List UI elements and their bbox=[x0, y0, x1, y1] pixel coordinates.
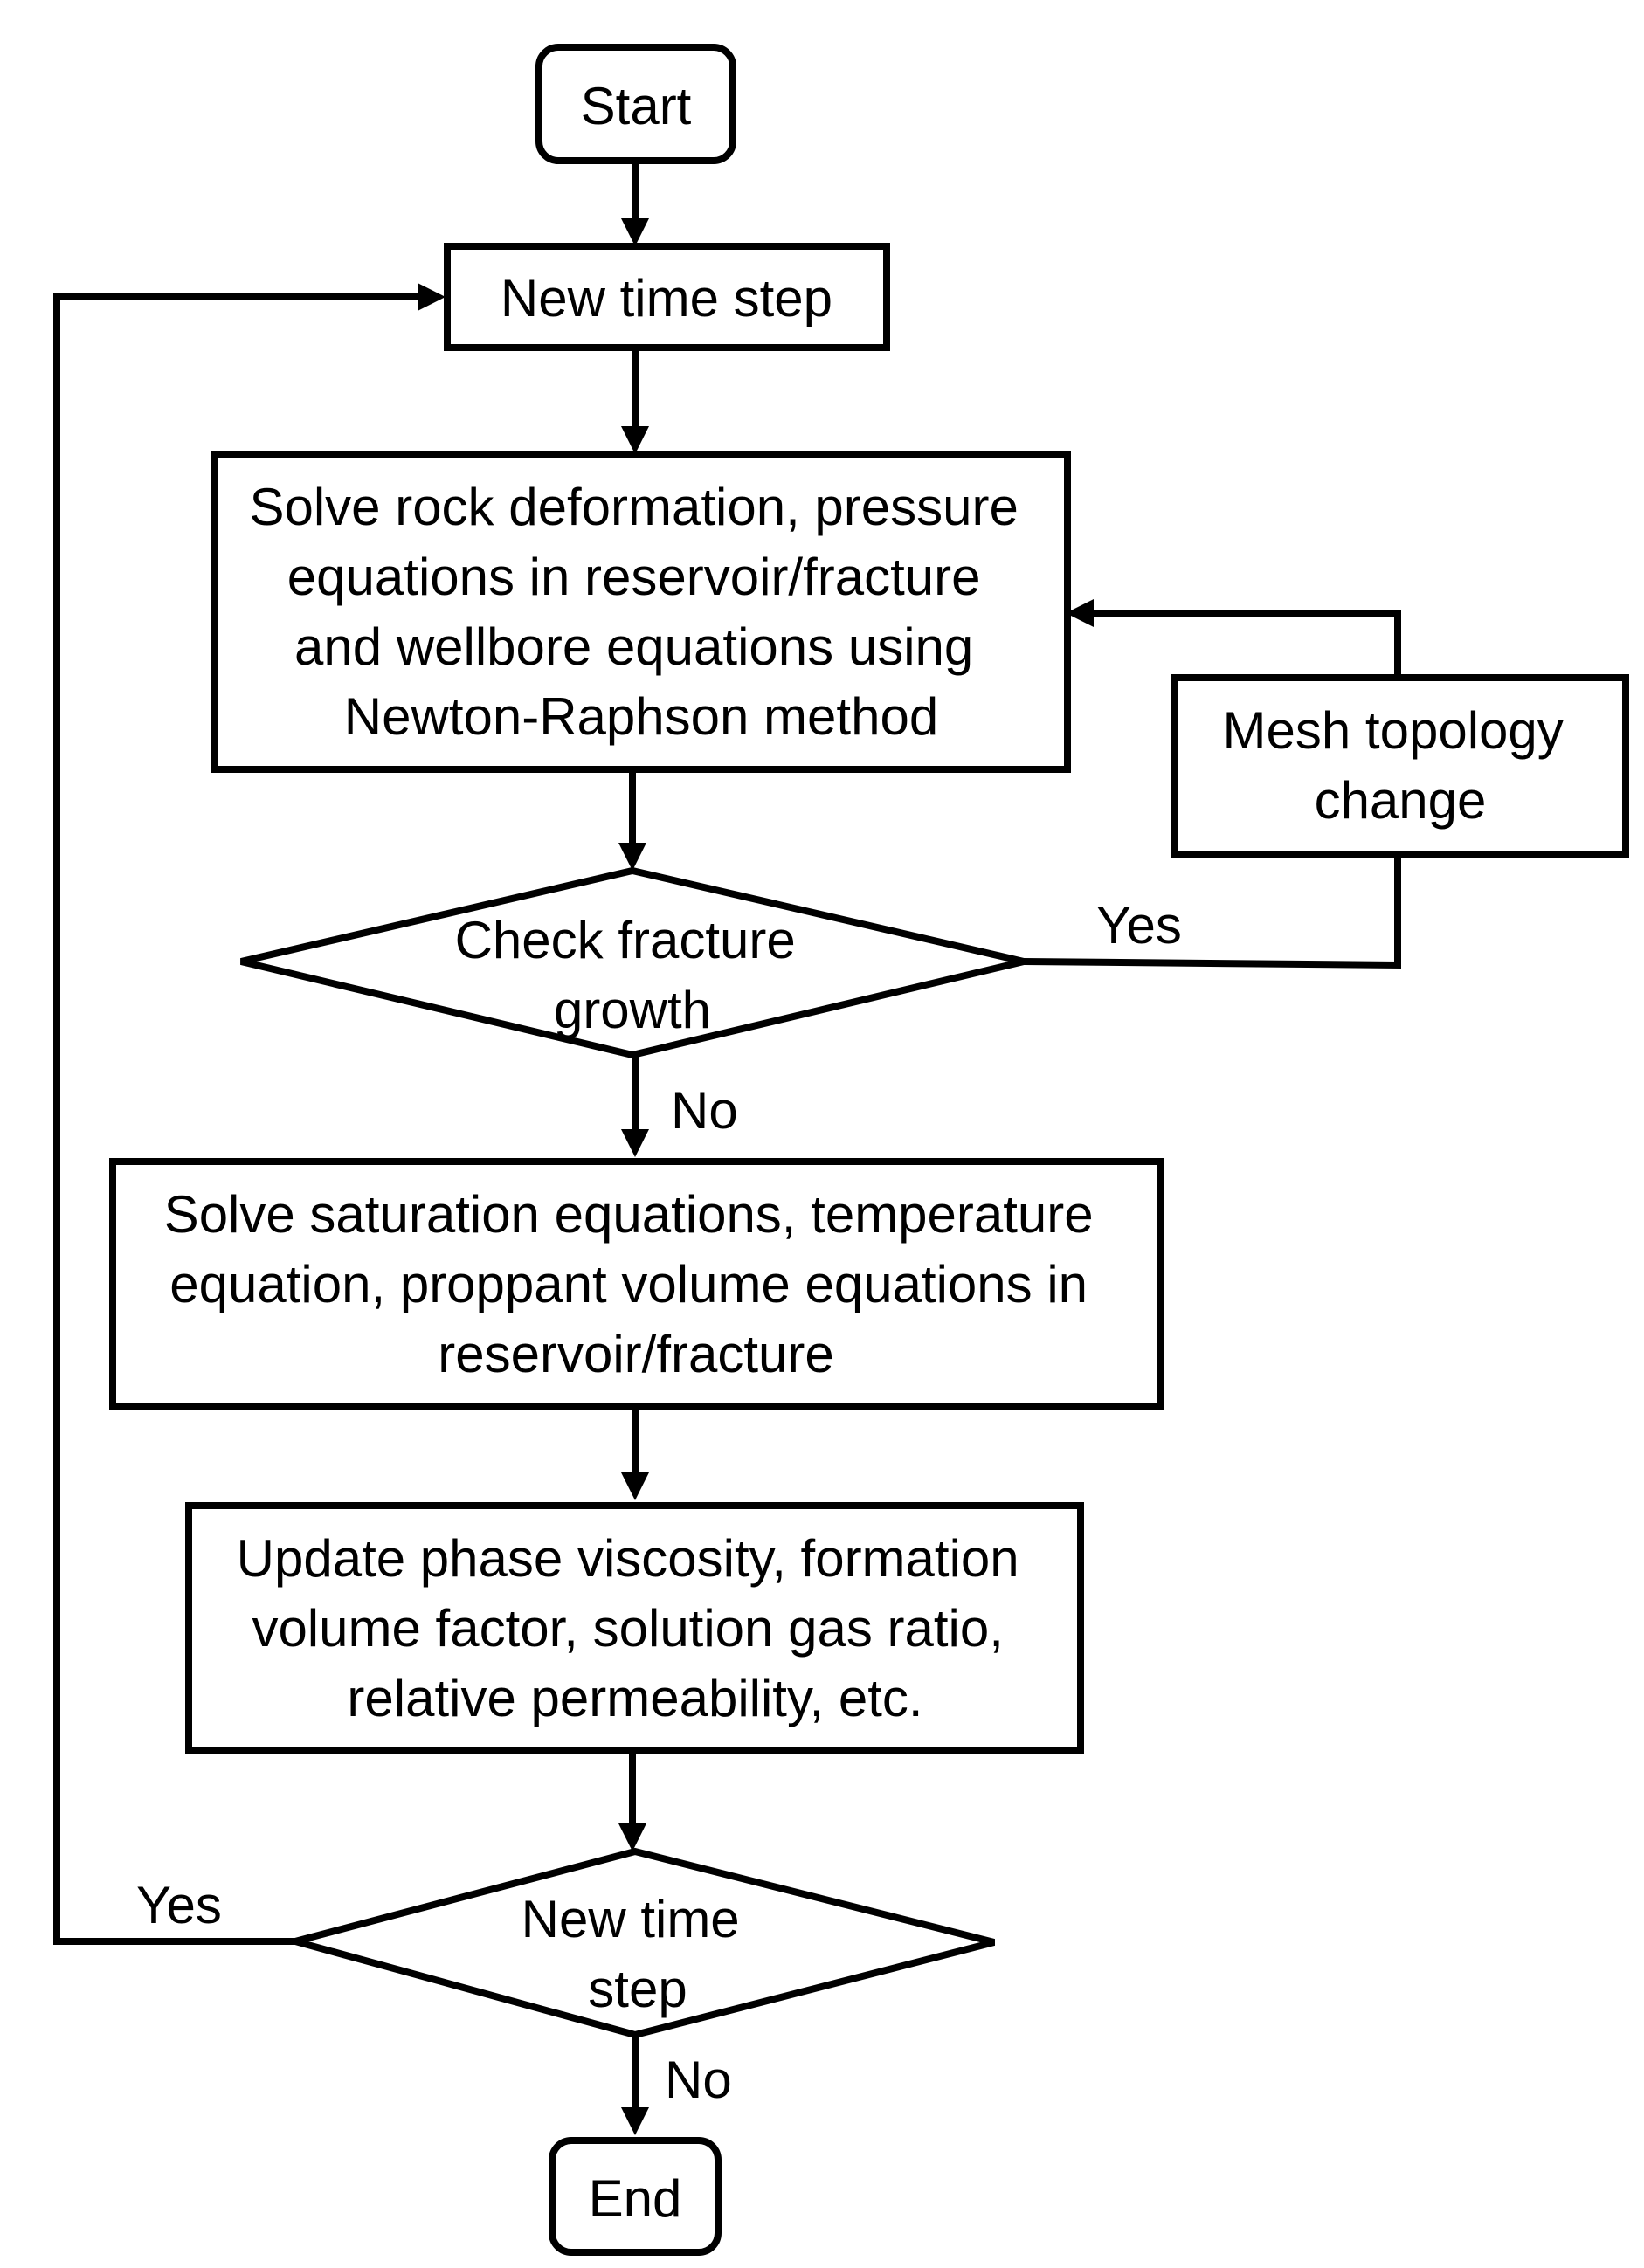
start-label: Start bbox=[581, 77, 692, 135]
solve-rock-deformation-node: Solve rock deformation, pressure equatio… bbox=[211, 451, 1071, 773]
edge-step-yes-to-new-time-step bbox=[53, 283, 446, 1945]
update-properties-node: Update phase viscosity, formation volume… bbox=[185, 1502, 1084, 1754]
growth-no-label: No bbox=[671, 1081, 738, 1140]
nodes: Start New time step Solve rock deformati… bbox=[109, 44, 1629, 2256]
edge-solve-saturation-to-update bbox=[621, 1406, 649, 1500]
start-node: Start bbox=[535, 44, 736, 164]
edge-mesh-to-solve-rock bbox=[1066, 599, 1401, 678]
new-time-step-decision-label: New time step bbox=[522, 1890, 755, 2018]
new-time-step-decision: New time step bbox=[281, 1847, 995, 2039]
update-properties-label: Update phase viscosity, formation volume… bbox=[237, 1529, 1034, 1727]
end-node: End bbox=[549, 2137, 722, 2256]
edge-check-growth-no-to-solve-saturation bbox=[621, 1055, 649, 1157]
edge-solve-rock-to-check-growth bbox=[618, 769, 646, 871]
step-yes-label: Yes bbox=[136, 1876, 222, 1934]
edge-update-to-step-decision bbox=[618, 1750, 646, 1851]
growth-yes-label: Yes bbox=[1096, 896, 1182, 955]
new-time-step-node: New time step bbox=[444, 243, 890, 351]
solve-saturation-label: Solve saturation equations, temperature … bbox=[164, 1185, 1109, 1383]
solve-rock-deformation-label: Solve rock deformation, pressure equatio… bbox=[249, 478, 1033, 746]
mesh-topology-change-label: Mesh topology change bbox=[1223, 701, 1578, 830]
edge-step-no-to-end bbox=[621, 2035, 649, 2135]
edge-check-growth-yes-to-mesh bbox=[1023, 854, 1401, 969]
check-fracture-growth-label: Check fracture growth bbox=[455, 911, 811, 1039]
check-fracture-growth-decision: Check fracture growth bbox=[240, 866, 1025, 1059]
end-label: End bbox=[589, 2169, 682, 2228]
edge-start-to-new-time-step bbox=[621, 162, 649, 246]
edge-labels: Yes No Yes No bbox=[136, 896, 1182, 2109]
mesh-topology-change-node: Mesh topology change bbox=[1171, 674, 1629, 858]
new-time-step-label: New time step bbox=[501, 269, 832, 327]
step-no-label: No bbox=[665, 2051, 732, 2109]
edges bbox=[53, 162, 1401, 2135]
edge-new-time-step-to-solve-rock bbox=[621, 348, 649, 454]
solve-saturation-node: Solve saturation equations, temperature … bbox=[109, 1158, 1164, 1410]
